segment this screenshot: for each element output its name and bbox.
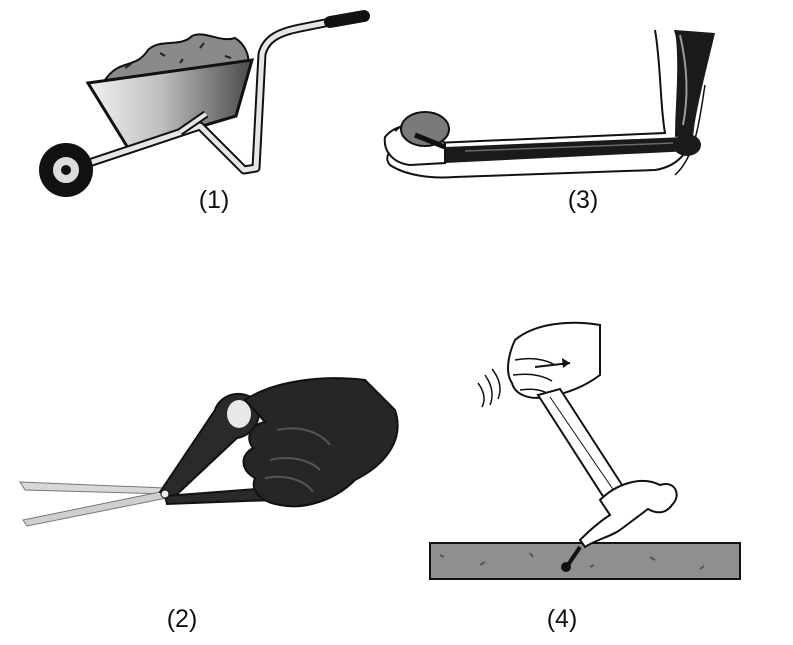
figure-3-label: (3)	[567, 186, 599, 214]
figure-4-label: (4)	[546, 605, 578, 633]
figure-2-scissors	[15, 370, 405, 530]
figure-1-label: (1)	[198, 186, 230, 214]
forearm-icon	[383, 29, 715, 179]
figure-4-claw-hammer	[420, 315, 760, 585]
figure-2-label: (2)	[166, 605, 198, 633]
figure-1-wheelbarrow	[30, 8, 380, 208]
figure-3-forearm	[375, 25, 765, 225]
scissors-icon	[19, 377, 399, 527]
wheelbarrow-icon	[39, 10, 370, 197]
claw-hammer-icon	[429, 321, 741, 580]
